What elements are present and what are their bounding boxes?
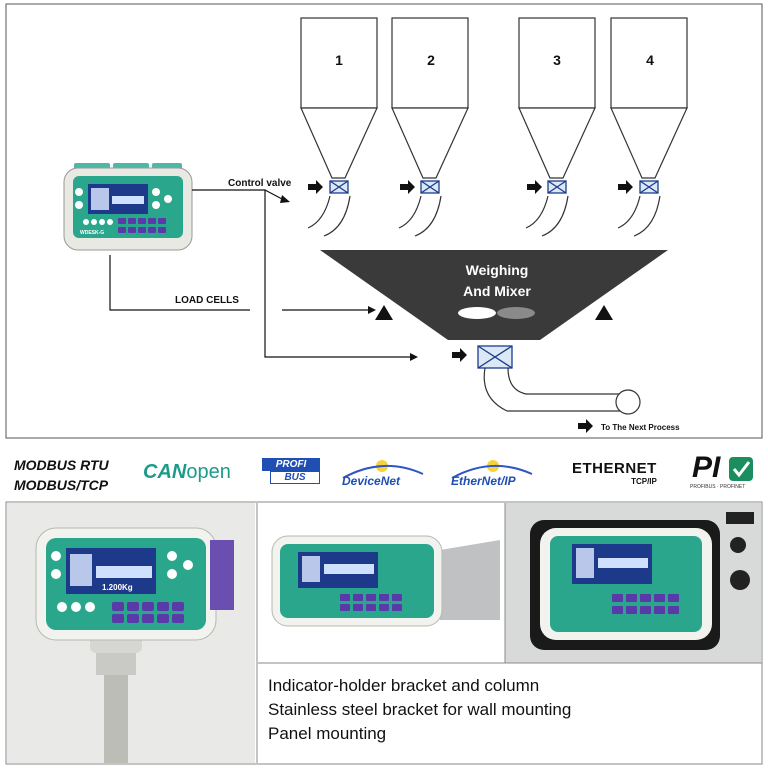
load-cell-icon xyxy=(595,305,613,320)
weighing-mixer xyxy=(320,250,668,340)
arrow-right-icon xyxy=(618,180,633,194)
caption-column-bracket: Indicator-holder bracket and column xyxy=(268,676,540,695)
silo-number: 2 xyxy=(427,52,435,68)
arrow-right-icon xyxy=(400,180,415,194)
canopen-open-text: open xyxy=(186,461,231,483)
caption-wall-bracket: Stainless steel bracket for wall mountin… xyxy=(268,700,572,719)
pi-certified-icon xyxy=(729,457,753,481)
arrow-head-icon xyxy=(280,195,290,203)
mixer-label-line1: Weighing xyxy=(466,262,529,278)
photo-display-value: 1.200Kg xyxy=(102,583,133,592)
silo-4: 4 xyxy=(610,17,688,237)
pi-sub-text: PROFIBUS · PROFINET xyxy=(690,484,746,490)
indicator-model-label: WDESK-G xyxy=(80,230,104,236)
load-cell-icon xyxy=(375,305,393,320)
arrow-right-icon xyxy=(308,180,323,194)
valve-icon xyxy=(639,180,659,194)
silo-number: 1 xyxy=(335,52,343,68)
arrow-right-icon xyxy=(452,348,467,362)
arrow-head-icon xyxy=(410,353,418,361)
canopen-logo: CANopen xyxy=(143,461,231,484)
outlet-pipe xyxy=(483,367,620,412)
outlet-pipe-end xyxy=(615,389,641,415)
profibus-bottom-text: BUS xyxy=(270,471,320,484)
devicenet-logo: DeviceNet xyxy=(338,458,428,490)
pi-badge-text: CERTIFIED xyxy=(728,452,750,457)
photo-panel-mounting xyxy=(505,503,761,663)
modbus-rtu-text: MODBUS RTU xyxy=(14,457,109,473)
arrow-right-icon xyxy=(527,180,542,194)
ethernetip-swoosh-icon xyxy=(451,460,533,479)
load-cells-label: LOAD CELLS xyxy=(175,295,239,306)
arrow-head-icon xyxy=(368,306,376,314)
ethernet-text: ETHERNET xyxy=(572,460,657,477)
next-process-label: To The Next Process xyxy=(601,423,680,432)
profibus-logo: PROFI BUS xyxy=(262,458,320,484)
arrow-right-icon xyxy=(578,419,593,433)
mixer-label-line2: And Mixer xyxy=(463,283,531,299)
valve-arrows xyxy=(308,180,633,194)
silo-1: 1 xyxy=(300,17,378,237)
mixer-ellipse-white xyxy=(458,307,496,319)
canopen-can-text: CAN xyxy=(143,461,187,483)
valve-icon xyxy=(547,180,567,194)
devicenet-swoosh-icon xyxy=(342,460,424,479)
silo-2: 2 xyxy=(391,17,469,237)
control-valve-label: Control valve xyxy=(228,178,292,189)
mounting-photos: 1.200Kg xyxy=(5,501,763,765)
pi-logo: PI CERTIFIED PROFIBUS · PROFINET xyxy=(690,452,760,492)
connection-lines xyxy=(109,189,410,358)
indicator-device: WDESK-G xyxy=(63,163,193,251)
ethernet-sub-text: TCP/IP xyxy=(631,477,657,486)
silo-number: 3 xyxy=(553,52,561,68)
process-diagram: 1 2 3 4 Weighing And Mixer xyxy=(5,3,763,439)
devicenet-text: DeviceNet xyxy=(342,474,401,488)
photo-wall-bracket xyxy=(258,503,504,663)
mixer-ellipse-grey xyxy=(497,307,535,319)
ethernetip-text: EtherNet/IP xyxy=(451,474,516,488)
caption-panel-mounting: Panel mounting xyxy=(268,724,387,743)
silo-3: 3 xyxy=(518,17,596,237)
valve-icon xyxy=(329,180,349,194)
silo-valves xyxy=(329,180,659,194)
photo-column-bracket: 1.200Kg xyxy=(7,503,255,763)
valve-icon xyxy=(420,180,440,194)
silo-number: 4 xyxy=(646,52,654,68)
pi-text: PI xyxy=(692,451,721,484)
modbus-tcp-text: MODBUS/TCP xyxy=(14,477,109,493)
ethernetip-logo: EtherNet/IP xyxy=(447,458,537,490)
modbus-logo: MODBUS RTU MODBUS/TCP xyxy=(14,455,109,495)
profibus-top-text: PROFI xyxy=(262,458,320,471)
outlet-valve-icon xyxy=(477,345,513,369)
ethernet-logo: ETHERNET TCP/IP xyxy=(572,460,657,486)
